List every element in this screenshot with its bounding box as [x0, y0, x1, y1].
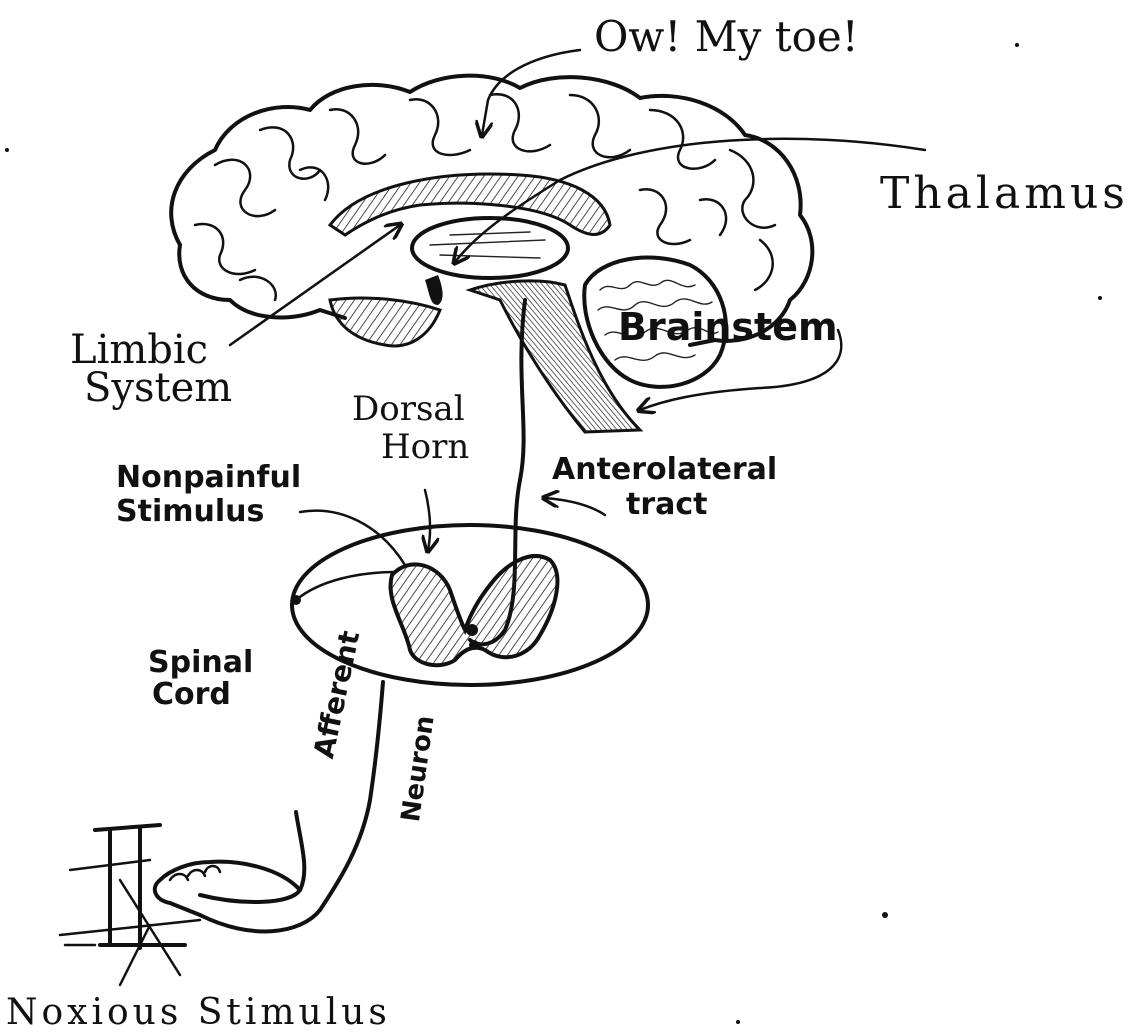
label-nonpainful-line1: Nonpainful — [116, 463, 301, 493]
label-spinal-line1: Spinal — [148, 648, 253, 678]
label-brainstem: Brainstem — [618, 308, 838, 346]
label-ow-my-toe: Ow! My toe! — [594, 16, 859, 58]
brain — [171, 76, 812, 432]
nonpainful-pointer-line — [300, 511, 405, 565]
label-limbic-line1: Limbic — [70, 330, 208, 370]
leg-back-contour — [200, 812, 304, 902]
nonpainful-fiber — [296, 572, 395, 600]
ink-dot — [882, 912, 888, 918]
dorsal-horn-pointer-line — [425, 490, 430, 550]
ink-dot — [1098, 296, 1102, 300]
ink-dot — [736, 1020, 740, 1024]
label-dorsal-line2: Horn — [381, 430, 469, 464]
foot — [155, 862, 300, 915]
label-thalamus: Thalamus — [880, 172, 1129, 216]
anterolateral-pointer-line — [545, 498, 605, 515]
label-dorsal-line1: Dorsal — [352, 392, 465, 426]
label-spinal-line2: Cord — [152, 680, 231, 710]
label-limbic-line2: System — [84, 368, 232, 408]
label-anterolateral-line1: Anterolateral — [552, 455, 777, 485]
ink-dot — [1015, 43, 1019, 47]
ow-pointer-line — [482, 50, 580, 135]
label-noxious-stimulus: Noxious Stimulus — [6, 995, 391, 1031]
ink-dot — [5, 148, 9, 152]
afferent-neuron-path — [200, 682, 383, 931]
label-anterolateral-line2: tract — [626, 490, 708, 520]
label-nonpainful-line2: Stimulus — [116, 497, 264, 527]
